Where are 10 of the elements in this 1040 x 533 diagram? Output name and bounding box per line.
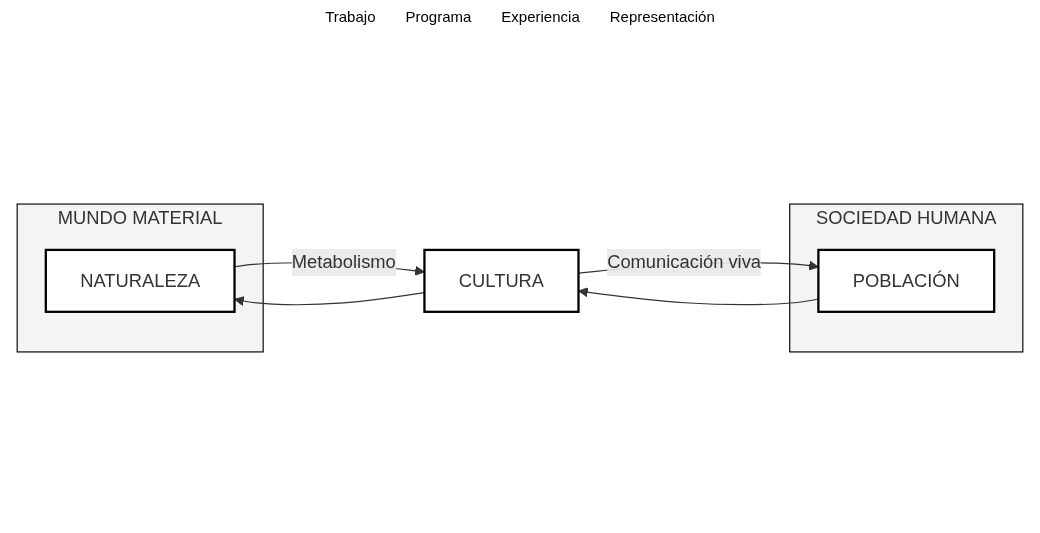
edge-label: Metabolismo <box>291 252 396 272</box>
arrow-caption: Trabajo <box>325 8 376 25</box>
arrow-caption: Programa <box>405 8 472 25</box>
node-box: POBLACIÓN <box>817 248 996 313</box>
arrow-caption: Experiencia <box>501 8 580 25</box>
edge-label: Comunicación viva <box>607 252 762 272</box>
arrow <box>578 287 819 306</box>
arrow-caption: Representación <box>609 8 715 25</box>
node-box: CULTURA <box>423 248 580 313</box>
node-box: NATURALEZA <box>44 248 236 313</box>
